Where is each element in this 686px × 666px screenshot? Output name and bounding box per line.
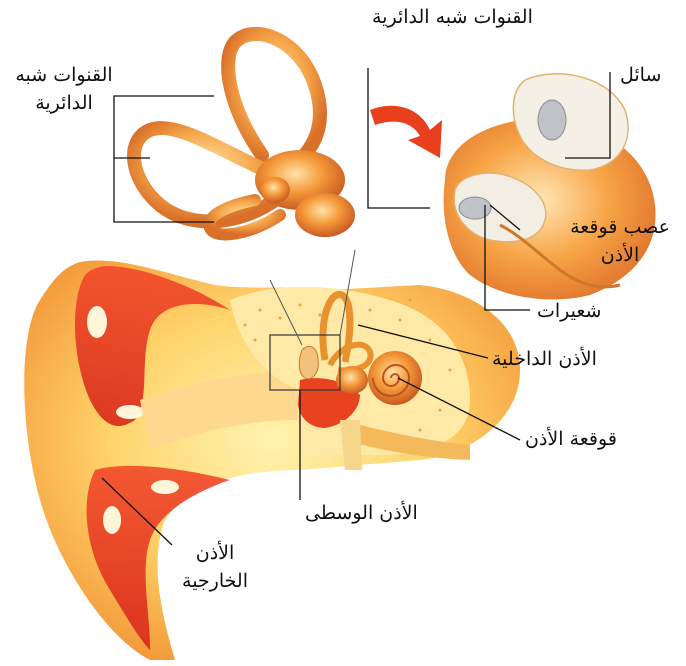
cartilage-1: [87, 306, 107, 338]
cochlea: [368, 351, 422, 405]
semicircular-canals-illustration: [134, 34, 355, 237]
label-outer-ear: الأذن الخارجية: [160, 540, 270, 595]
label-middle-ear: الأذن الوسطى: [305, 500, 418, 528]
label-inner-ear: الأذن الداخلية: [492, 346, 597, 374]
cartilage-2: [116, 405, 144, 419]
ampulla-top: [260, 177, 290, 203]
ear-cross-section: [24, 261, 520, 660]
label-outer-ear-line1: الأذن: [160, 540, 270, 568]
inset-cupula-top: [538, 100, 566, 140]
canal-loop-top: [228, 34, 320, 160]
zoom-arrow: [370, 106, 442, 158]
ossicles: [299, 346, 318, 379]
label-semicircular-canals-left-line2: الدائرية: [8, 90, 120, 118]
label-cochlear-nerve: عصب قوقعة الأذن: [560, 214, 680, 269]
label-semicircular-canals-top: القنوات شبه الدائرية: [372, 4, 533, 32]
label-hair-cells: شعيرات: [537, 298, 601, 326]
label-cochlea: قوقعة الأذن: [525, 426, 617, 454]
cartilage-4: [103, 506, 121, 534]
label-cochlear-nerve-line1: عصب قوقعة: [560, 214, 680, 242]
inset-cupula-bottom: [459, 197, 491, 219]
label-semicircular-canals-left: القنوات شبه الدائرية: [8, 62, 120, 117]
vestibule: [336, 366, 368, 394]
label-outer-ear-line2: الخارجية: [160, 568, 270, 596]
label-cochlear-nerve-line2: الأذن: [560, 242, 680, 270]
cochlea-top: [295, 193, 355, 237]
label-semicircular-canals-left-line1: القنوات شبه: [8, 62, 120, 90]
cartilage-3: [151, 480, 179, 494]
label-fluid: سائل: [620, 62, 661, 90]
